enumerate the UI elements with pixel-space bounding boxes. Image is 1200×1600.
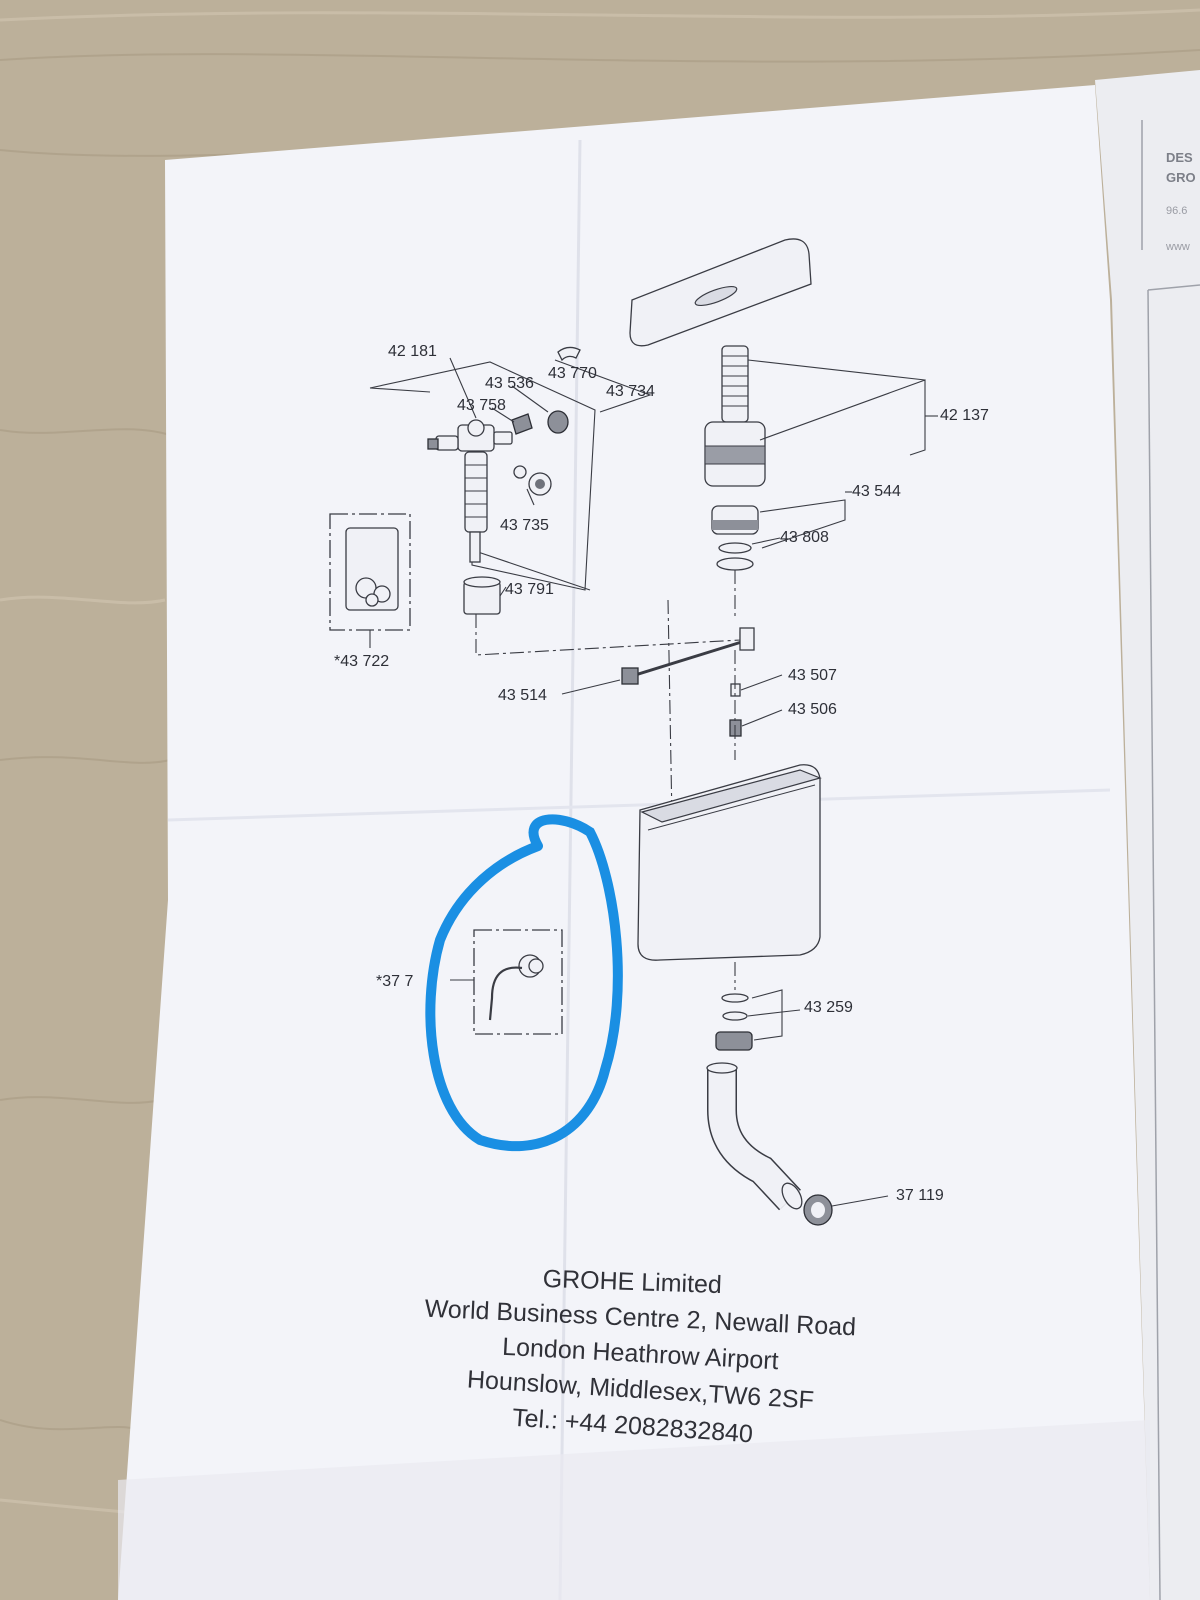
label-377: *37 7	[376, 973, 413, 990]
highlight-circle	[425, 814, 623, 1152]
fill-valve-assembly	[369, 346, 741, 821]
corner-text-1: DES	[1166, 150, 1193, 165]
flush-valve-assembly	[561, 238, 938, 1226]
label-43536: 43 536	[485, 375, 534, 392]
label-43770: 43 770	[548, 365, 597, 382]
company-name: GROHE Limited	[542, 1265, 722, 1299]
label-43507: 43 507	[788, 667, 837, 684]
corner-sheet: DES GRO 96.6 www	[1095, 70, 1200, 1600]
label-43808: 43 808	[780, 529, 829, 546]
label-42181: 42 181	[388, 343, 437, 360]
label-43514: 43 514	[498, 687, 547, 704]
label-43758: 43 758	[457, 397, 506, 414]
label-43722: *43 722	[334, 653, 389, 670]
label-43259: 43 259	[804, 999, 853, 1016]
label-43506: 43 506	[788, 701, 837, 718]
label-42137: 42 137	[940, 407, 989, 424]
label-37119: 37 119	[896, 1187, 944, 1204]
label-43544: 43 544	[852, 483, 901, 500]
flush-button-box	[450, 929, 563, 1035]
label-43735: 43 735	[500, 517, 549, 534]
corner-text-4: www	[1165, 241, 1190, 253]
paper-sheet	[118, 85, 1150, 1600]
corner-text-3: 96.6	[1166, 205, 1187, 217]
seal-kit-box	[329, 513, 411, 648]
corner-text-2: GRO	[1166, 170, 1196, 185]
label-43734: 43 734	[606, 383, 655, 400]
label-43791: 43 791	[505, 581, 554, 598]
